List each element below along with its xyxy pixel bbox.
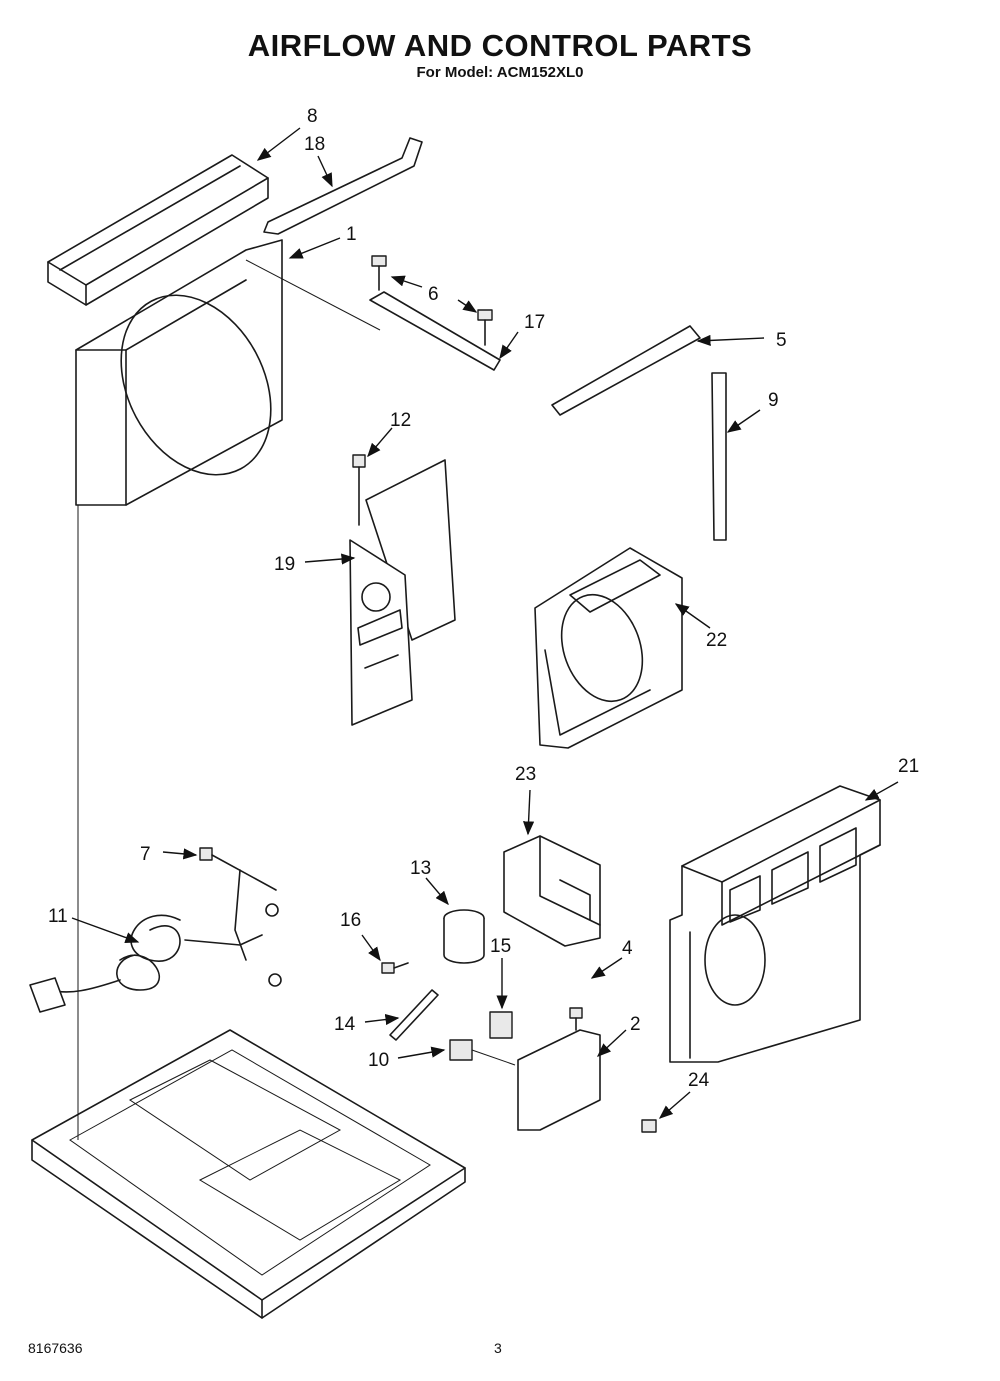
callout-11: 11 (48, 906, 68, 927)
part-top-channel (47, 154, 269, 306)
callout-23: 23 (515, 764, 536, 785)
callout-24: 24 (688, 1070, 710, 1091)
callout-7: 7 (140, 844, 151, 865)
callout-5: 5 (776, 330, 787, 351)
page-number: 3 (494, 1340, 502, 1356)
part-control-panel (349, 454, 456, 726)
part-screws-bracket (369, 255, 501, 371)
callout-8: 8 (307, 106, 318, 127)
callout-2: 2 (630, 1014, 641, 1035)
part-foam-strips (551, 325, 727, 541)
callout-18: 18 (304, 134, 325, 155)
part-seal-strip (263, 137, 423, 235)
callout-9: 9 (768, 390, 779, 411)
document-number: 8167636 (28, 1340, 83, 1356)
part-power-cord (29, 847, 282, 1013)
callout-13: 13 (410, 858, 431, 879)
callout-16: 16 (340, 910, 361, 931)
callout-14: 14 (334, 1014, 356, 1035)
part-air-discharge (669, 785, 881, 1063)
callout-leaders (71, 127, 899, 1119)
part-fan-shroud (75, 239, 381, 506)
callout-12: 12 (390, 410, 411, 431)
callout-10: 10 (368, 1050, 389, 1071)
callout-4: 4 (622, 938, 633, 959)
part-base-pan (31, 1029, 466, 1319)
part-capacitor-group (381, 909, 657, 1133)
callout-19: 19 (274, 554, 295, 575)
callout-labels: 8 18 1 6 17 5 9 12 19 22 21 23 7 13 11 1… (48, 106, 919, 1091)
callout-15: 15 (490, 936, 511, 957)
callout-1: 1 (346, 224, 357, 245)
part-control-bracket (503, 835, 601, 947)
callout-21: 21 (898, 756, 919, 777)
callout-17: 17 (524, 312, 545, 333)
page-title: AIRFLOW AND CONTROL PARTS (247, 28, 753, 63)
part-scroll-housing (534, 547, 683, 749)
callout-22: 22 (706, 630, 727, 651)
model-subtitle: For Model: ACM152XL0 (416, 64, 584, 81)
callout-6: 6 (428, 284, 439, 305)
